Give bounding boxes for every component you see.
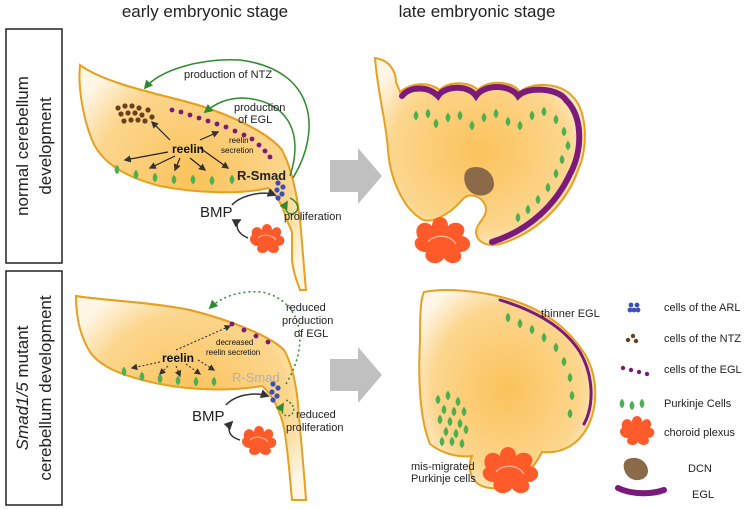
production-egl-label-line1: production (234, 102, 285, 114)
normal-late-choroid-plexus (414, 217, 471, 264)
late-stage-heading: late embryonic stage (399, 2, 556, 21)
reduced-proliferation-arrow (275, 399, 295, 417)
legend-label-egl-cells: cells of the EGL (664, 364, 742, 376)
normal-row-label-line2: development (36, 97, 55, 195)
mutant-bmp-return-arrow (223, 420, 241, 441)
normal-r-smad-label: R-Smad (237, 168, 286, 183)
mutant-reelin-label: reelin (162, 351, 194, 365)
normal-bmp-return-arrow (231, 219, 249, 239)
mutant-row-label-line2: cerebellum development (36, 295, 55, 480)
reduced-proliferation-line2: proliferation (286, 422, 343, 434)
reduced-production-line3: of EGL (294, 328, 328, 340)
production-egl-label-line2: of EGL (238, 114, 272, 126)
normal-late-egl (399, 84, 583, 245)
normal-reelin-secretion-line2: secretion (221, 146, 253, 155)
normal-bmp-label: BMP (200, 204, 233, 221)
normal-arl-cells (274, 180, 286, 201)
decreased-reelin-line2: reelin secretion (206, 348, 260, 357)
ntz-cells-icon (625, 333, 639, 344)
normal-ntz-cells (115, 103, 155, 124)
thinner-egl-label: thinner EGL (541, 308, 600, 320)
mutant-row-label: Smad1/5 mutant cerebellum development (5, 270, 63, 506)
mis-migrated-line2: Purkinje cells (411, 473, 476, 485)
normal-early-choroid-plexus (250, 224, 285, 253)
production-ntz-arrow (143, 59, 310, 179)
normal-late-dcn (464, 166, 494, 196)
normal-reelin-arrows (123, 120, 230, 172)
production-egl-arrow (203, 97, 296, 177)
mutant-early-cerebellum (74, 294, 308, 501)
mutant-row-label-line1: Smad1/5 mutant (13, 325, 32, 450)
dcn-icon (623, 457, 648, 481)
legend: cells of the ARL cells of the NTZ cells … (615, 302, 742, 501)
reduced-production-line1: reduced (286, 302, 326, 314)
choroid-plexus-icon (620, 416, 655, 445)
reduced-production-egl-arrow (208, 290, 301, 385)
egl-band-icon (615, 485, 667, 497)
legend-label-dcn: DCN (688, 463, 712, 475)
mutant-late-choroid-plexus (482, 447, 539, 494)
mutant-bmp-label: BMP (192, 408, 225, 425)
mis-migrated-line1: mis-migrated (411, 461, 475, 473)
proliferation-arrow (279, 197, 299, 215)
normal-reelin-label: reelin (172, 142, 204, 156)
normal-egl-cells (169, 107, 273, 160)
legend-label-ntz: cells of the NTZ (664, 333, 741, 345)
mutant-late-thin-egl (498, 298, 593, 426)
mutant-arl-cells (269, 381, 281, 403)
early-stage-heading: early embryonic stage (122, 2, 288, 21)
normal-late-cerebellum (373, 56, 586, 246)
mutant-bmp-arrow (225, 389, 270, 406)
mutant-early-choroid-plexus (242, 426, 277, 455)
arl-cells-icon (627, 302, 641, 313)
legend-label-arl: cells of the ARL (664, 302, 740, 314)
legend-label-choroid: choroid plexus (664, 427, 735, 439)
transition-arrow-normal (330, 148, 382, 204)
reduced-proliferation-line1: reduced (296, 409, 336, 421)
production-ntz-label: production of NTZ (184, 69, 272, 81)
mutant-reelin-arrows (130, 325, 232, 378)
reduced-production-line2: production (282, 315, 333, 327)
decreased-reelin-line1: decreased (216, 338, 253, 347)
legend-label-purkinje: Purkinje Cells (664, 398, 732, 410)
normal-reelin-secretion-line1: reelin (229, 136, 249, 145)
normal-bmp-arrow (231, 188, 277, 206)
proliferation-label: proliferation (284, 211, 341, 223)
egl-cells-icon (620, 365, 650, 377)
transition-arrow-mutant (330, 347, 382, 403)
purkinje-cells-icon (619, 398, 645, 411)
normal-row-label: normal cerebellum development (5, 28, 63, 264)
mutant-r-smad-label: R-Smad (232, 370, 280, 385)
normal-row-label-line1: normal cerebellum (13, 76, 32, 216)
legend-label-egl: EGL (692, 489, 714, 501)
